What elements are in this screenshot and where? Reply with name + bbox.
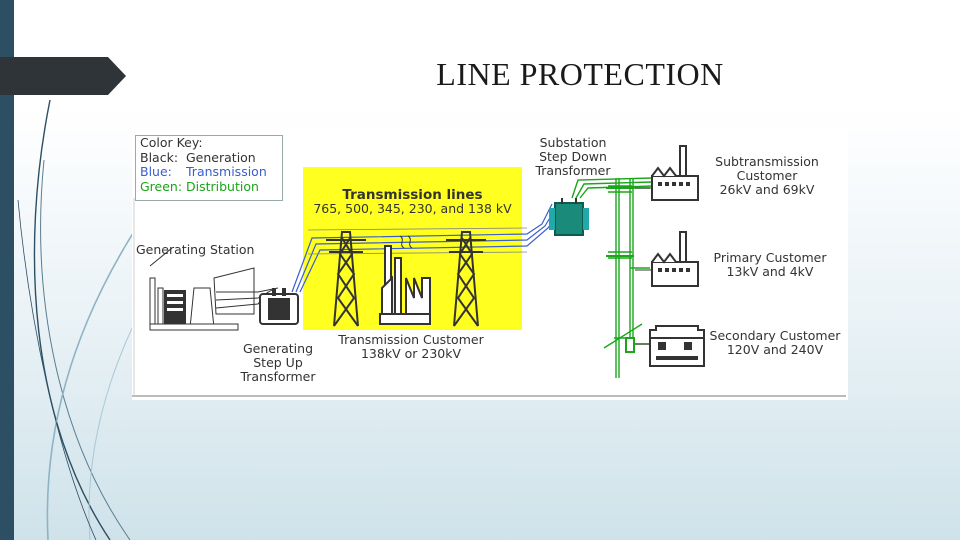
slide-title: LINE PROTECTION [436, 56, 724, 92]
color-key-row-distribution: Green:Distribution [136, 178, 282, 195]
label-line: Primary Customer [713, 250, 827, 265]
color-key-name: Green: [140, 178, 183, 194]
transmission-lines-voltages: 765, 500, 345, 230, and 138 kV [313, 201, 512, 216]
color-key-meaning: Generation [186, 149, 256, 165]
label-line: Customer [736, 168, 798, 183]
label-line: 120V and 240V [726, 342, 824, 357]
transmission-lines-label: Transmission lines 765, 500, 345, 230, a… [303, 188, 522, 216]
label-line: Transformer [240, 369, 316, 384]
generating-station-label: Generating Station [136, 242, 255, 257]
transmission-lines-title: Transmission lines [342, 187, 483, 203]
color-key-legend: Color Key: Black: Generation Blue: Transmi… [135, 135, 283, 201]
title-tab-marker [0, 57, 126, 95]
step-up-transformer-icon [259, 288, 299, 325]
label-line: 138kV or 230kV [360, 346, 462, 361]
color-key-row-generation: Black: Generation [136, 149, 282, 166]
label-line: 26kV and 69kV [719, 182, 815, 197]
generating-station-icon [149, 247, 255, 331]
label-line: 13kV and 4kV [726, 264, 814, 279]
transmission-customer-label: Transmission Customer 138kV or 230kV [328, 333, 494, 361]
color-key-row-transmission: Blue: Transmission [136, 164, 282, 180]
label-line: Step Up [253, 355, 303, 370]
transmission-customer-factory-icon [379, 245, 431, 325]
label-line: Subtransmission [715, 154, 819, 169]
color-key-heading: Color Key: [140, 135, 203, 150]
color-key-meaning: Transmission [186, 164, 267, 179]
label-line: Substation [539, 135, 607, 150]
label-line: Secondary Customer [709, 328, 841, 343]
label-line: Step Down [539, 149, 607, 164]
diagram-drawing [132, 145, 846, 397]
left-accent-strip [0, 0, 14, 540]
substation-transformer-icon [549, 198, 589, 236]
subtransmission-customer-label: Subtransmission Customer 26kV and 69kV [710, 155, 824, 197]
label-line: Transformer [535, 163, 611, 178]
substation-transformer-label: Substation Step Down Transformer [528, 136, 618, 178]
color-key-meaning: Distribution [186, 178, 259, 194]
step-up-transformer-label: Generating Step Up Transformer [238, 342, 318, 384]
color-key-name: Blue: [140, 164, 172, 179]
color-key-name: Black: [140, 149, 179, 165]
primary-customer-label: Primary Customer 13kV and 4kV [710, 251, 830, 279]
power-grid-diagram: Color Key: Black: Generation Blue: Transmi… [132, 128, 848, 400]
subtransmission-customer-factory-icon [651, 145, 699, 201]
label-line: Transmission Customer [338, 332, 484, 347]
transmission-tower-right [446, 231, 486, 327]
secondary-customer-label: Secondary Customer 120V and 240V [706, 329, 844, 357]
primary-customer-factory-icon [651, 231, 699, 287]
transmission-tower-left [326, 231, 366, 327]
label-line: Generating [242, 341, 314, 356]
